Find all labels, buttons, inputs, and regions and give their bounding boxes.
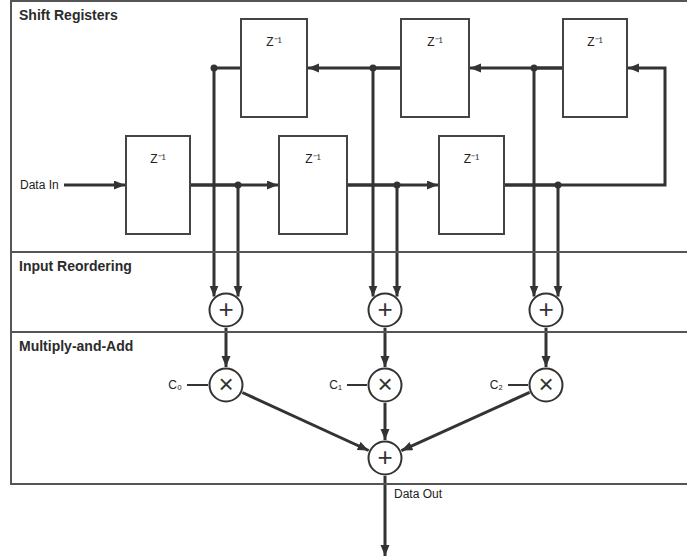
signal-label: Data Out (394, 486, 442, 502)
coefficient-label: C₁ (329, 377, 342, 393)
stage-band: Shift RegistersZ⁻¹ Z⁻¹ Z⁻¹ Z⁻¹ Z⁻¹ Z⁻¹ (10, 0, 687, 253)
operator-sign: + (377, 296, 392, 322)
coefficient-line (347, 384, 367, 386)
coefficient-line (187, 384, 208, 386)
input-arrow (64, 184, 125, 187)
signal-wire (545, 328, 548, 367)
operator-circle (530, 294, 563, 327)
operator-sign: × (538, 371, 553, 397)
signal-wire (401, 392, 529, 450)
delay-label: Z⁻¹ (305, 150, 320, 167)
delay-label: Z⁻¹ (427, 33, 442, 50)
band-title: Multiply-and-Add (19, 338, 133, 354)
signal-wire (242, 393, 368, 451)
delay-register: Z⁻¹ (562, 18, 628, 118)
multiplier-circle: × (367, 367, 403, 403)
band-title: Shift Registers (19, 7, 118, 23)
operator-circle (369, 294, 402, 327)
delay-label: Z⁻¹ (587, 33, 602, 50)
operator-sign: × (218, 371, 233, 397)
signal-wire (505, 185, 558, 297)
adder-circle: + (528, 292, 564, 328)
delay-label: Z⁻¹ (266, 33, 281, 50)
delay-register: Z⁻¹ (278, 135, 348, 235)
stage-band: Input Reordering + + + (10, 251, 687, 333)
operator-sign: + (377, 444, 392, 470)
signal-wire (384, 403, 387, 440)
stage-band: Multiply-and-Add × × × + (10, 331, 687, 485)
adder-circle: + (367, 440, 403, 476)
operator-circle (369, 442, 402, 475)
operator-circle (530, 369, 563, 402)
operator-sign: × (377, 371, 392, 397)
adder-circle: + (367, 292, 403, 328)
signal-label: Data In (20, 177, 59, 193)
signal-wire (534, 68, 562, 297)
delay-register: Z⁻¹ (125, 135, 191, 235)
adder-circle: + (208, 292, 244, 328)
operator-sign: + (538, 296, 553, 322)
multiplier-circle: × (528, 367, 564, 403)
band-title: Input Reordering (19, 258, 132, 274)
delay-register: Z⁻¹ (400, 18, 470, 118)
output-arrow (384, 476, 387, 556)
signal-wire (384, 328, 387, 367)
signal-wire (225, 328, 228, 367)
signal-wire (214, 68, 240, 297)
delay-label: Z⁻¹ (464, 150, 479, 167)
coefficient-line (508, 384, 528, 386)
multiplier-circle: × (208, 367, 244, 403)
operator-circle (369, 369, 402, 402)
delay-register: Z⁻¹ (438, 135, 505, 235)
delay-label: Z⁻¹ (150, 150, 165, 167)
operator-circle (210, 369, 243, 402)
coefficient-label: C₀ (168, 377, 182, 393)
operator-circle (210, 294, 243, 327)
delay-register: Z⁻¹ (240, 18, 308, 118)
signal-wire (373, 68, 400, 297)
coefficient-label: C₂ (490, 377, 503, 393)
operator-sign: + (218, 296, 233, 322)
